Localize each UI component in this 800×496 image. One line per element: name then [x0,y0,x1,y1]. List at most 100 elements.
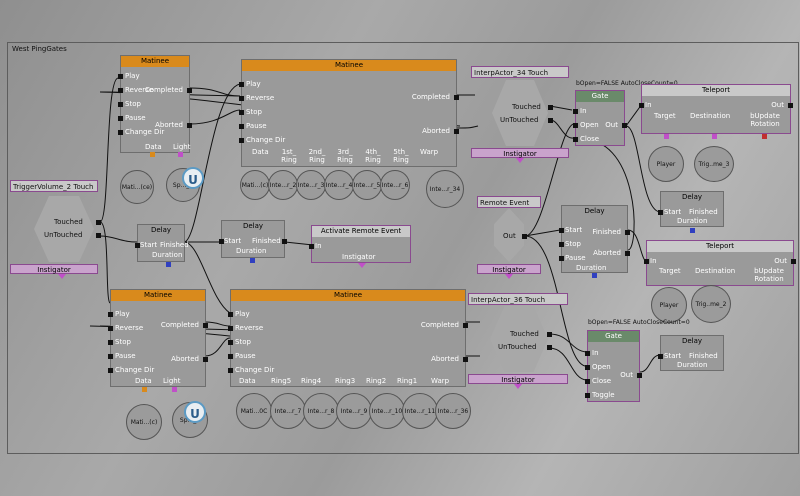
input-pin[interactable] [228,340,233,345]
delay-node-d[interactable]: Delay Start Stop Pause Finished Aborted … [559,205,630,273]
input-pin[interactable] [135,243,140,248]
var-pin[interactable] [505,274,513,279]
instigator-tag[interactable]: Instigator [468,374,568,384]
var-circle[interactable]: Inte...r_4 [324,170,354,200]
var-pin[interactable] [178,152,183,157]
output-pin[interactable] [96,220,101,225]
var-pin[interactable] [690,228,695,233]
var-circle[interactable]: Inte...r_5 [352,170,382,200]
var-circle[interactable]: Player [648,146,684,182]
var-circle[interactable]: Player [651,287,687,323]
output-pin[interactable] [454,129,459,134]
input-pin[interactable] [573,137,578,142]
var-circle[interactable]: Inte...r_11 [402,393,438,429]
var-circle[interactable]: Inte...r_9 [336,393,372,429]
var-circle[interactable]: Inte...r_7 [270,393,306,429]
instigator-tag[interactable]: Instigator [10,264,98,274]
var-pin[interactable] [58,274,66,279]
var-circle[interactable]: Inte...r_34 [426,170,464,208]
var-pin[interactable] [516,158,524,163]
event-title[interactable]: InterpActor_34 Touch [471,66,569,78]
delay-node-b[interactable]: Delay Start Finished Duration [219,220,287,258]
output-pin[interactable] [788,103,793,108]
instigator-tag[interactable]: Instigator [471,148,569,158]
input-pin[interactable] [559,242,564,247]
var-circle[interactable]: Trig..me_2 [691,285,731,323]
matinee-node-bottom-left[interactable]: Matinee Play Reverse Stop Pause Change D… [108,289,208,387]
input-pin[interactable] [108,340,113,345]
input-pin[interactable] [108,368,113,373]
input-pin[interactable] [658,210,663,215]
gate-node-bottom[interactable]: Gate In Open Close Toggle Out [585,330,642,402]
input-pin[interactable] [585,379,590,384]
input-pin[interactable] [118,102,123,107]
instigator-tag[interactable]: Instigator [477,264,541,274]
var-pin[interactable] [358,263,366,268]
var-pin[interactable] [142,387,147,392]
input-pin[interactable] [108,354,113,359]
event-title[interactable]: InterpActor_36 Touch [468,293,568,305]
input-pin[interactable] [573,123,578,128]
trigger-event-node[interactable] [34,196,94,262]
var-circle[interactable]: Inte...r_6 [380,170,410,200]
teleport-node-bottom[interactable]: Teleport In Out Target Destination bUpda… [644,240,796,286]
var-pin[interactable] [514,384,522,389]
output-pin[interactable] [547,345,552,350]
var-circle[interactable]: Inte...r_2 [268,170,298,200]
output-pin[interactable] [203,357,208,362]
var-pin[interactable] [250,258,255,263]
comment-frame[interactable] [7,42,799,454]
var-circle[interactable]: Trig..me_3 [694,146,734,182]
output-pin[interactable] [463,323,468,328]
input-pin[interactable] [219,239,224,244]
input-pin[interactable] [228,326,233,331]
var-circle[interactable]: Mati...0C [236,393,272,429]
delay-node-c[interactable]: Delay Start Finished Duration [658,191,724,227]
output-pin[interactable] [548,118,553,123]
output-pin[interactable] [282,239,287,244]
var-circle[interactable]: Inte...r_10 [369,393,405,429]
input-pin[interactable] [658,354,663,359]
output-pin[interactable] [187,88,192,93]
output-pin[interactable] [791,259,796,264]
input-pin[interactable] [228,368,233,373]
input-pin[interactable] [228,354,233,359]
output-pin[interactable] [522,234,527,239]
input-pin[interactable] [118,116,123,121]
teleport-node-top[interactable]: Teleport In Out Target Destination bUpda… [639,84,793,134]
input-pin[interactable] [639,103,644,108]
output-pin[interactable] [96,233,101,238]
input-pin[interactable] [108,326,113,331]
output-pin[interactable] [547,332,552,337]
matinee-node-bottom-right[interactable]: Matinee Play Reverse Stop Pause Change D… [228,289,468,387]
delay-node-e[interactable]: Delay Start Finished Duration [658,335,724,371]
input-pin[interactable] [585,351,590,356]
var-circle[interactable]: Mati...(ce) [120,170,154,204]
output-pin[interactable] [622,123,627,128]
input-pin[interactable] [118,88,123,93]
var-pin[interactable] [172,387,177,392]
matinee-node-top-right[interactable]: Matinee Play Reverse Stop Pause Change D… [239,59,459,167]
var-pin[interactable] [592,273,597,278]
output-pin[interactable] [463,357,468,362]
event-title[interactable]: TriggerVolume_2 Touch [10,180,98,192]
output-pin[interactable] [203,323,208,328]
output-pin[interactable] [454,95,459,100]
activate-remote-event-node[interactable]: Activate Remote Event In Instigator [309,225,411,263]
var-pin[interactable] [762,134,767,139]
delay-node-a[interactable]: Delay Start Finished Duration [135,224,189,262]
var-pin[interactable] [150,152,155,157]
input-pin[interactable] [559,228,564,233]
input-pin[interactable] [239,124,244,129]
input-pin[interactable] [585,393,590,398]
var-circle[interactable]: Mati...(c) [240,170,270,200]
input-pin[interactable] [573,109,578,114]
input-pin[interactable] [228,312,233,317]
var-pin[interactable] [166,262,171,267]
var-circle[interactable]: Mati...(c) [126,404,162,440]
input-pin[interactable] [239,138,244,143]
gate-node-top[interactable]: Gate In Open Close Out [573,90,627,146]
output-pin[interactable] [625,230,630,235]
var-pin[interactable] [664,134,669,139]
input-pin[interactable] [108,312,113,317]
